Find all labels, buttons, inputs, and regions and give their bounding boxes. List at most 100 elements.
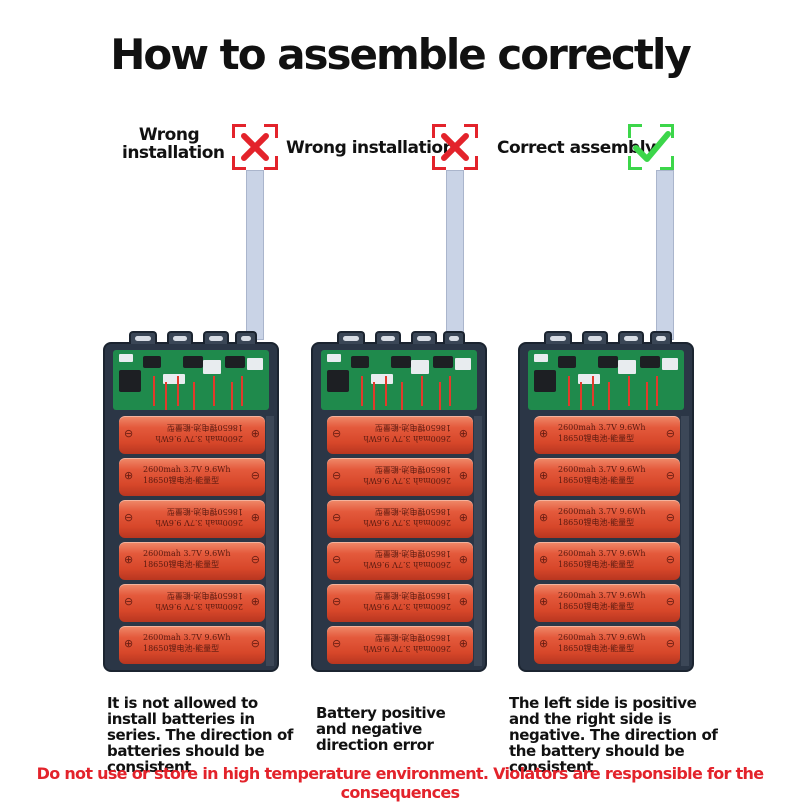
- battery-cell: 2600mah 3.7V 9.6Wh 18650锂电池-能量型 ⊕ ⊖: [119, 458, 265, 496]
- cross-icon: [432, 124, 478, 170]
- negative-terminal-icon: ⊖: [332, 511, 342, 524]
- positive-terminal-icon: ⊕: [458, 511, 468, 524]
- cell-spec-text: 2600mah 3.7V 9.6Wh: [143, 633, 231, 642]
- cell-spec-text: 2600mah 3.7V 9.6Wh: [363, 434, 451, 443]
- panel-1-caption: It is not allowed to install batteries i…: [107, 694, 294, 776]
- cell-spec-text: 2600mah 3.7V 9.6Wh: [558, 633, 646, 642]
- positive-terminal-icon: ⊕: [539, 469, 549, 482]
- positive-terminal-icon: ⊕: [539, 553, 549, 566]
- negative-terminal-icon: ⊖: [332, 637, 342, 650]
- battery-cell: 2600mah 3.7V 9.6Wh 18650锂电池-能量型 ⊖ ⊕: [119, 416, 265, 454]
- negative-terminal-icon: ⊖: [250, 637, 260, 650]
- cell-spec-text: 2600mah 3.7V 9.6Wh: [363, 476, 451, 485]
- ribbon-cable: [656, 170, 674, 340]
- panel-3-label: Correct assembly: [497, 138, 656, 158]
- battery-cell: 2600mah 3.7V 9.6Wh 18650锂电池-能量型 ⊕ ⊖: [534, 458, 680, 496]
- ribbon-cable: [246, 170, 264, 340]
- cell-spec-text: 2600mah 3.7V 9.6Wh: [558, 507, 646, 516]
- usb-a-port: [650, 331, 672, 344]
- positive-terminal-icon: ⊕: [250, 511, 260, 524]
- negative-terminal-icon: ⊖: [250, 469, 260, 482]
- cell-type-text: 18650锂电池-能量型: [374, 507, 451, 516]
- positive-terminal-icon: ⊕: [539, 511, 549, 524]
- positive-terminal-icon: ⊕: [124, 553, 134, 566]
- cross-icon: [232, 124, 278, 170]
- micro-usb-port: [544, 331, 572, 344]
- cell-type-text: 18650锂电池-能量型: [558, 644, 635, 653]
- negative-terminal-icon: ⊖: [250, 553, 260, 566]
- cell-type-text: 18650锂电池-能量型: [374, 549, 451, 558]
- negative-terminal-icon: ⊖: [665, 595, 675, 608]
- positive-terminal-icon: ⊕: [539, 637, 549, 650]
- positive-terminal-icon: ⊕: [124, 637, 134, 650]
- battery-cell: 2600mah 3.7V 9.6Wh 18650锂电池-能量型 ⊖ ⊕: [119, 584, 265, 622]
- negative-terminal-icon: ⊖: [665, 553, 675, 566]
- positive-terminal-icon: ⊕: [458, 469, 468, 482]
- panel-2-caption: Battery positive and negative direction …: [316, 704, 446, 754]
- circuit-board: [528, 350, 684, 410]
- negative-terminal-icon: ⊖: [332, 469, 342, 482]
- cell-spec-text: 2600mah 3.7V 9.6Wh: [155, 434, 243, 443]
- cell-type-text: 18650锂电池-能量型: [558, 602, 635, 611]
- cell-type-text: 18650锂电池-能量型: [166, 591, 243, 600]
- panel-1-label: Wrong installation: [122, 125, 225, 163]
- panel-2-label: Wrong installation: [286, 138, 455, 158]
- positive-terminal-icon: ⊕: [458, 637, 468, 650]
- cell-type-text: 18650锂电池-能量型: [143, 560, 220, 569]
- negative-terminal-icon: ⊖: [665, 469, 675, 482]
- cell-spec-text: 2600mah 3.7V 9.6Wh: [143, 465, 231, 474]
- cell-spec-text: 2600mah 3.7V 9.6Wh: [363, 602, 451, 611]
- circuit-board: [113, 350, 269, 410]
- micro-usb-port: [337, 331, 365, 344]
- positive-terminal-icon: ⊕: [539, 595, 549, 608]
- usb-c-port: [375, 331, 401, 344]
- cell-type-text: 18650锂电池-能量型: [374, 465, 451, 474]
- negative-terminal-icon: ⊖: [124, 427, 134, 440]
- negative-terminal-icon: ⊖: [665, 427, 675, 440]
- cell-type-text: 18650锂电池-能量型: [558, 434, 635, 443]
- cell-type-text: 18650锂电池-能量型: [558, 560, 635, 569]
- usb-c-port: [167, 331, 193, 344]
- usb-c-port: [582, 331, 608, 344]
- cell-spec-text: 2600mah 3.7V 9.6Wh: [558, 465, 646, 474]
- cell-spec-text: 2600mah 3.7V 9.6Wh: [558, 423, 646, 432]
- ribbon-cable: [446, 170, 464, 340]
- negative-terminal-icon: ⊖: [332, 595, 342, 608]
- cell-type-text: 18650锂电池-能量型: [166, 507, 243, 516]
- positive-terminal-icon: ⊕: [250, 595, 260, 608]
- cell-type-text: 18650锂电池-能量型: [558, 518, 635, 527]
- page-title: How to assemble correctly: [110, 30, 692, 79]
- negative-terminal-icon: ⊖: [332, 553, 342, 566]
- cell-spec-text: 2600mah 3.7V 9.6Wh: [558, 549, 646, 558]
- battery-cell: 2600mah 3.7V 9.6Wh 18650锂电池-能量型 ⊕ ⊖: [534, 500, 680, 538]
- cell-spec-text: 2600mah 3.7V 9.6Wh: [155, 602, 243, 611]
- cell-spec-text: 2600mah 3.7V 9.6Wh: [363, 644, 451, 653]
- positive-terminal-icon: ⊕: [124, 469, 134, 482]
- micro-usb-port: [129, 331, 157, 344]
- cell-type-text: 18650锂电池-能量型: [166, 423, 243, 432]
- positive-terminal-icon: ⊕: [458, 553, 468, 566]
- positive-terminal-icon: ⊕: [250, 427, 260, 440]
- usb-c-port: [618, 331, 644, 344]
- positive-terminal-icon: ⊕: [458, 427, 468, 440]
- cell-type-text: 18650锂电池-能量型: [143, 476, 220, 485]
- cell-spec-text: 2600mah 3.7V 9.6Wh: [155, 518, 243, 527]
- cell-type-text: 18650锂电池-能量型: [558, 476, 635, 485]
- negative-terminal-icon: ⊖: [665, 511, 675, 524]
- negative-terminal-icon: ⊖: [124, 595, 134, 608]
- cell-type-text: 18650锂电池-能量型: [374, 423, 451, 432]
- usb-a-port: [443, 331, 465, 344]
